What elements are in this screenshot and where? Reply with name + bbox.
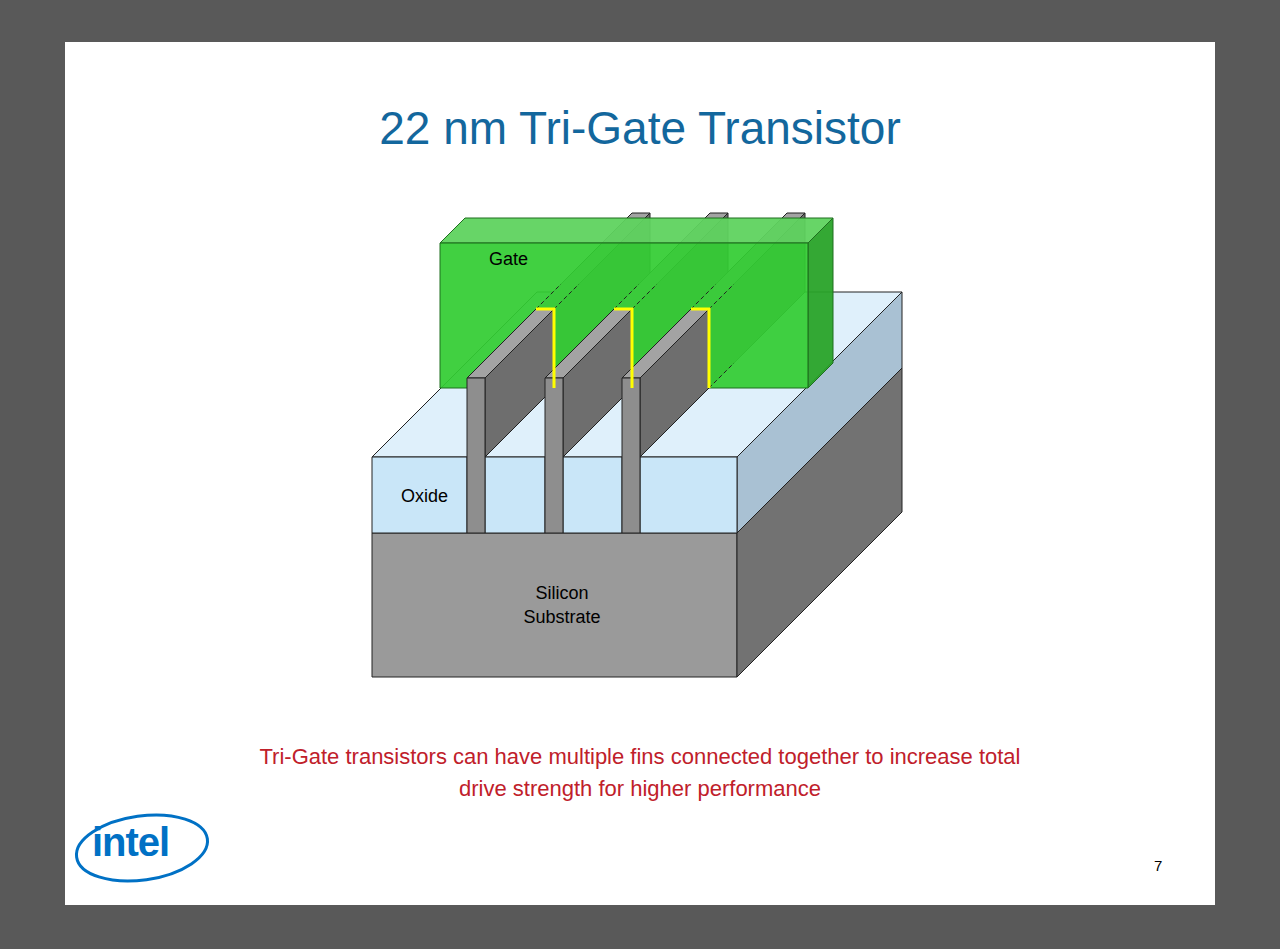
part-label: Silicon Substrate <box>500 581 624 629</box>
logo-text: intel <box>92 818 169 866</box>
part-label: Gate <box>489 248 528 270</box>
hidden-edge <box>691 284 716 309</box>
fin-front <box>467 378 485 533</box>
oxide-front <box>372 457 467 533</box>
fin-front <box>545 378 563 533</box>
fin-top <box>467 309 554 378</box>
hidden-edge <box>536 284 561 309</box>
oxide-front <box>640 457 737 533</box>
slide-title: 22 nm Tri-Gate Transistor <box>65 100 1215 156</box>
oxide-front <box>563 457 622 533</box>
fin-top <box>622 309 709 378</box>
part-label: Oxide <box>401 485 448 507</box>
channel-line <box>536 309 554 388</box>
substrate-front <box>372 533 737 677</box>
hidden-edge <box>632 284 657 309</box>
fin-top <box>545 309 632 378</box>
channel-line <box>614 309 632 388</box>
slide-caption: Tri-Gate transistors can have multiple f… <box>242 741 1038 805</box>
page-number: 7 <box>1154 857 1162 875</box>
logo-swoosh <box>72 807 212 889</box>
hidden-edge <box>709 284 734 309</box>
gate-side <box>808 218 833 388</box>
hidden-edge <box>554 284 579 309</box>
fin-front <box>622 378 640 533</box>
fins-front <box>467 309 709 533</box>
oxide-front <box>485 457 545 533</box>
hidden-edge <box>709 363 734 388</box>
channel-line <box>691 309 709 388</box>
channel-outline <box>536 309 709 388</box>
gate-top <box>440 218 833 243</box>
hidden-edge <box>614 284 639 309</box>
